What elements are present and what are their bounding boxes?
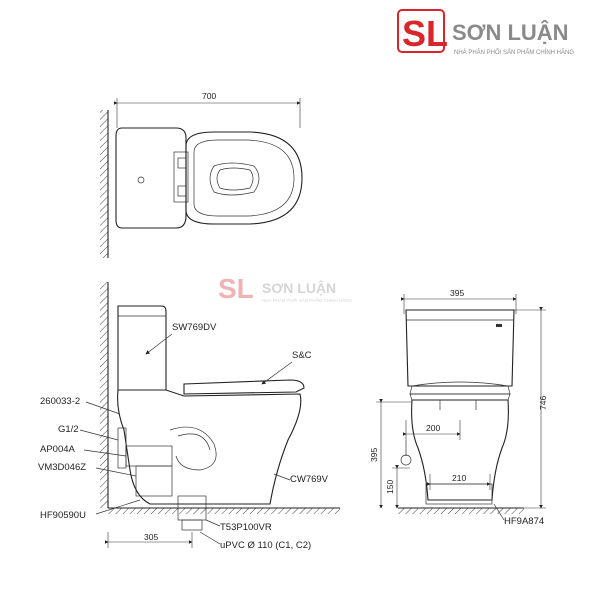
- label-260033-2: 260033-2: [40, 396, 80, 407]
- brand-tagline: NHÀ PHÂN PHỐI SẢN PHẨM CHÍNH HÃNG: [454, 49, 574, 56]
- dim-outlet-offset: 200: [426, 423, 440, 433]
- top-tank: [115, 127, 187, 229]
- dim-spacing-210: 210: [452, 473, 466, 483]
- supply-valve-icon: [400, 454, 412, 466]
- watermark-tagline: NHÀ PHÂN PHỐI SẢN PHẨM CHÍNH HÃNG: [262, 297, 353, 303]
- flush-button-icon: [137, 176, 145, 184]
- label-upvc: uPVC Ø 110 (C1, C2): [220, 540, 311, 551]
- dim-front-width: 395: [450, 288, 464, 298]
- top-seat: [185, 131, 303, 225]
- label-tank: SW769DV: [172, 322, 217, 333]
- side-tank: [117, 305, 167, 391]
- top-view: 700: [100, 91, 303, 258]
- front-view: 395 746 395 150 200: [369, 288, 548, 527]
- label-vm3d046z: VM3D046Z: [38, 462, 86, 473]
- front-tank: [405, 309, 515, 387]
- brand-name: SƠN LUẬN: [452, 20, 569, 45]
- brand-mark: SL: [402, 13, 448, 54]
- label-ap004a: AP004A: [40, 444, 76, 455]
- side-view: SW769DV S&C 260033-2 G1/2 AP004A VM3D046…: [38, 282, 340, 551]
- brand-mark-frame-icon: [397, 9, 445, 53]
- side-bowl: [117, 389, 302, 505]
- watermark: SL SƠN LUẬN NHÀ PHÂN PHỐI SẢN PHẨM CHÍNH…: [218, 273, 353, 304]
- label-seat: S&C: [292, 350, 312, 361]
- front-seat: [409, 393, 511, 401]
- label-hf90590u: HF90590U: [40, 510, 86, 521]
- top-wall-hatch: [100, 110, 108, 258]
- label-t53p100vr: T53P100VR: [220, 522, 272, 533]
- watermark-mark: SL: [218, 273, 254, 304]
- side-seat: [183, 379, 305, 395]
- dim-front-height: 746: [538, 396, 548, 410]
- side-floor-hatch: [108, 508, 340, 514]
- dim-height-150: 150: [385, 480, 395, 494]
- label-hf9a874: HF9A874: [504, 516, 544, 527]
- label-bowl: CW769V: [290, 474, 329, 485]
- brand-logo: SL SƠN LUẬN NHÀ PHÂN PHỐI SẢN PHẨM CHÍNH…: [397, 9, 574, 56]
- label-g12: G1/2: [58, 424, 79, 435]
- dim-height-395: 395: [369, 448, 379, 462]
- dim-rear-distance: 305: [144, 532, 158, 542]
- dim-top-width: 700: [202, 91, 216, 101]
- watermark-name: SƠN LUẬN: [262, 279, 336, 296]
- top-bowl-opening: [209, 162, 260, 196]
